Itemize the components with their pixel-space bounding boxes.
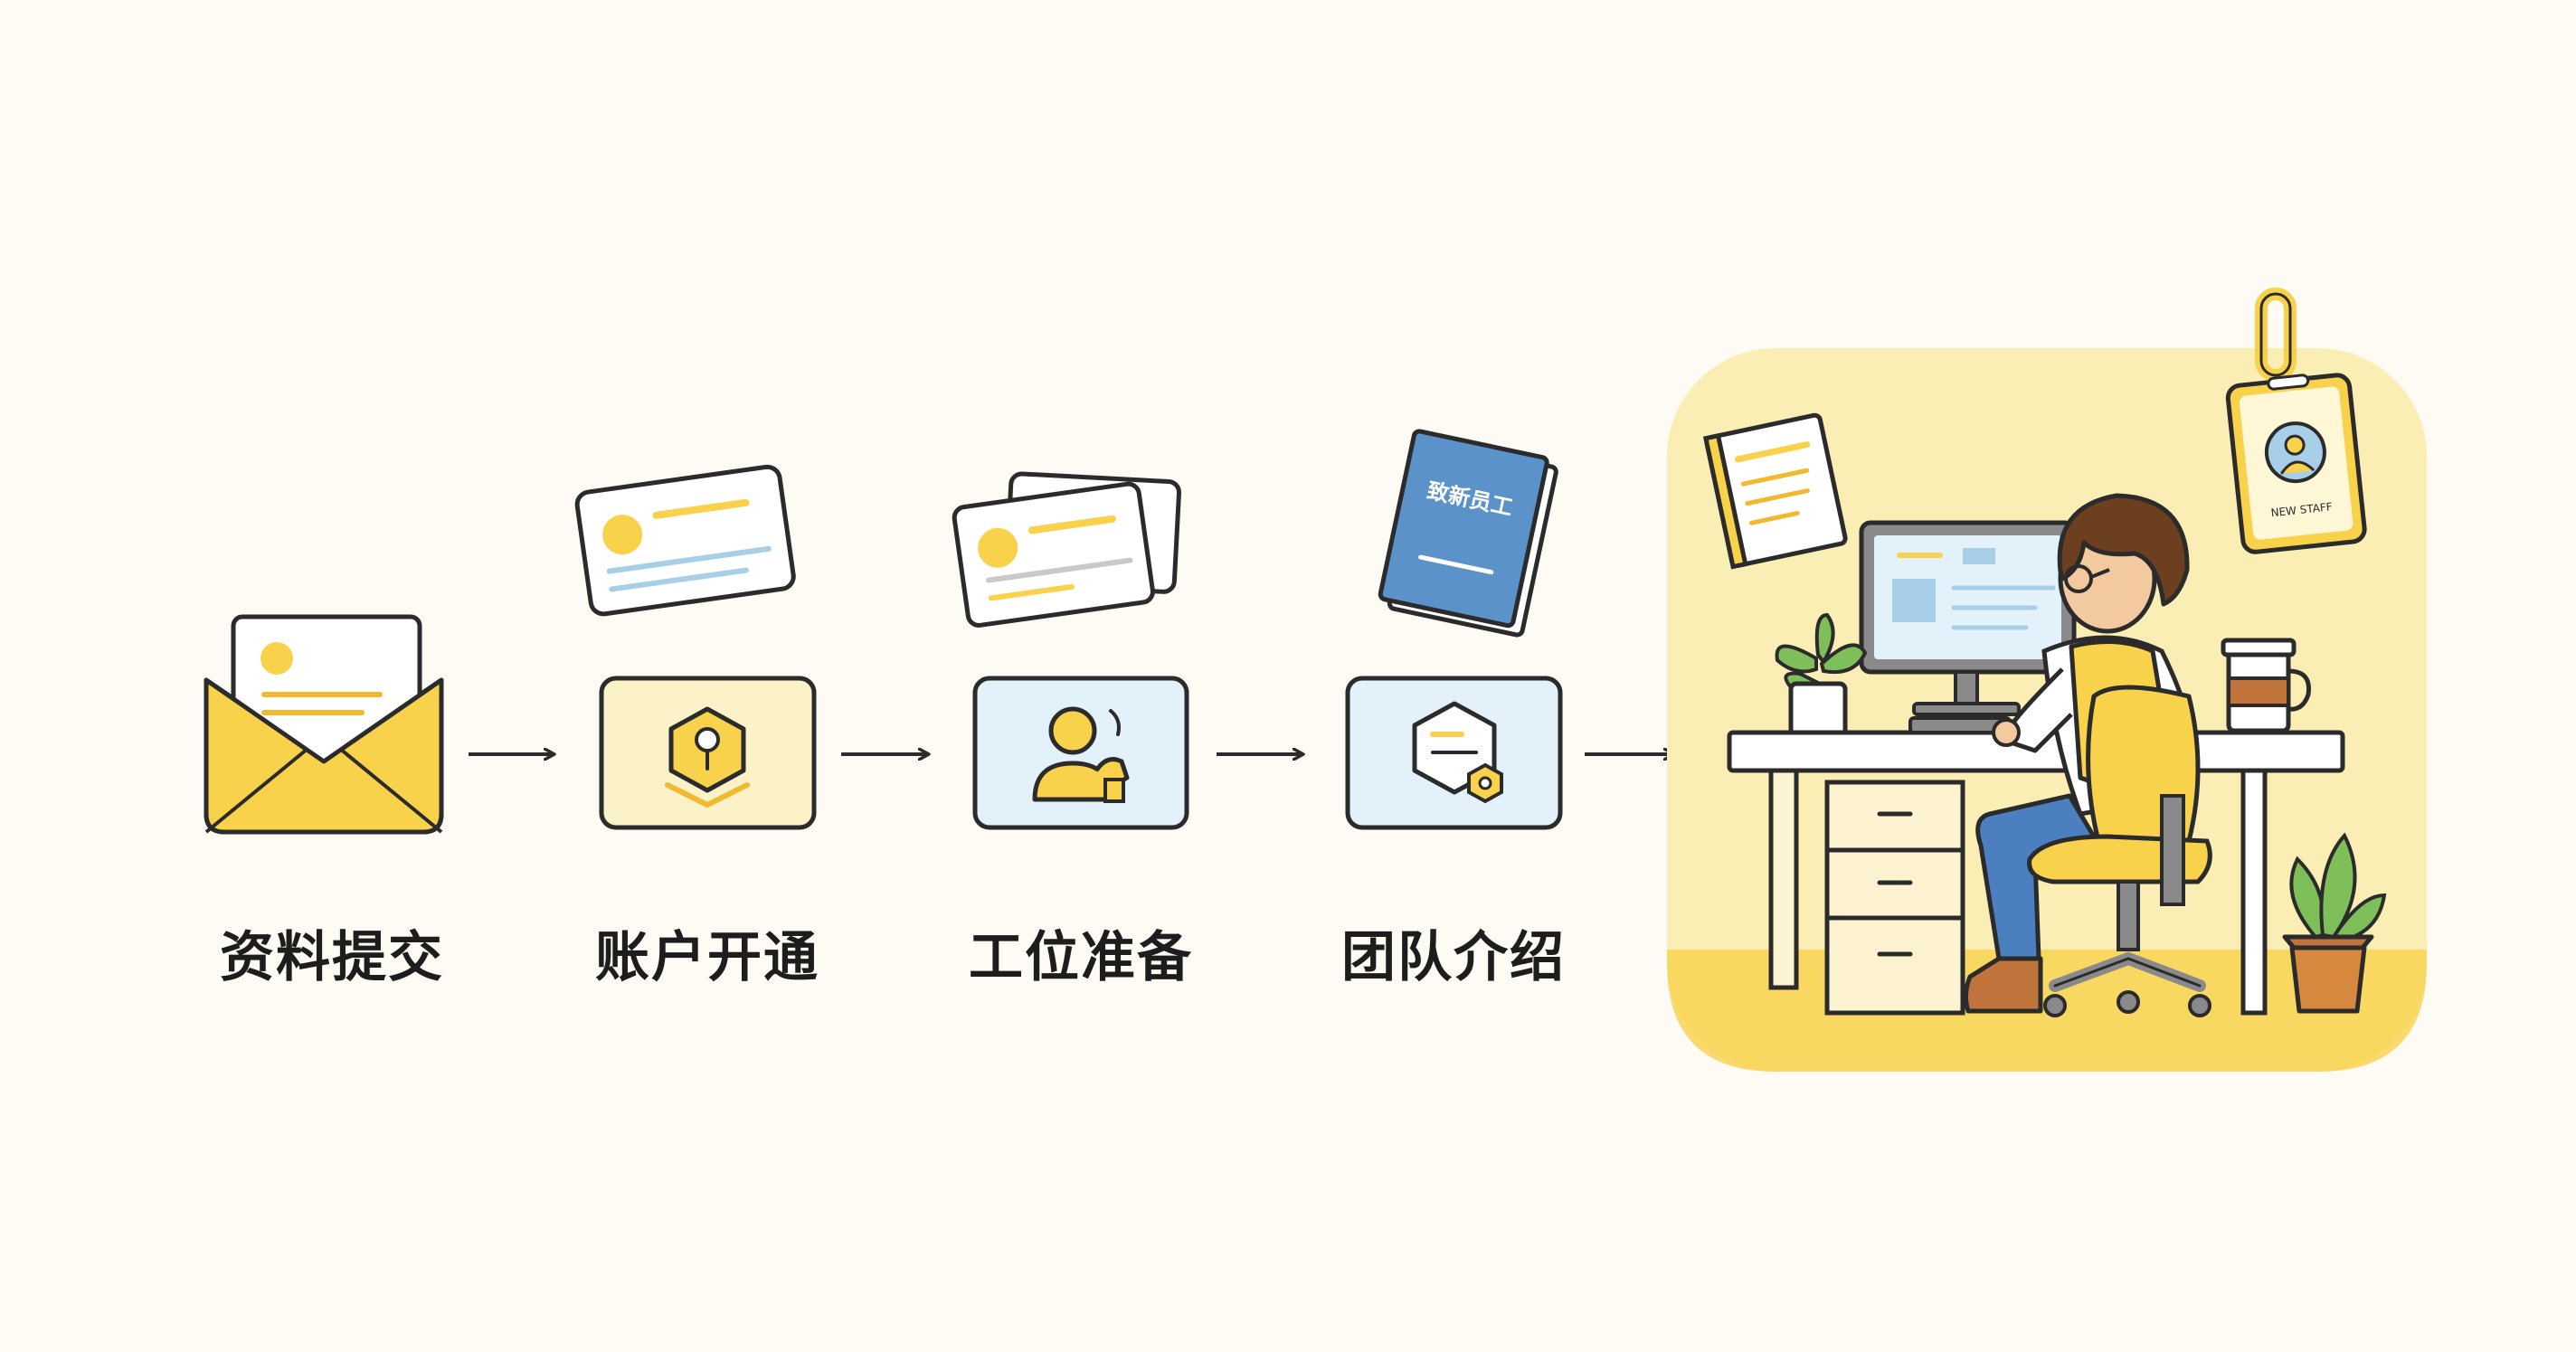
step-label-submit: 资料提交: [220, 926, 444, 989]
employee-badge-icon: NEW STAFF: [2225, 288, 2367, 554]
step-label-team: 团队介绍: [1341, 926, 1566, 989]
envelope-document-icon: [204, 614, 444, 835]
document-icon: [1702, 412, 1848, 570]
stacked-cards-icon: [952, 471, 1182, 628]
floor-plant-icon: [2282, 832, 2387, 1014]
workspace-scene: NEW STAFF: [1667, 288, 2427, 1072]
step-label-workstation: 工位准备: [969, 926, 1193, 989]
id-card-icon: [574, 464, 796, 617]
person-chair-icon: [972, 676, 1189, 830]
handbook-icon: 致新员工: [1378, 429, 1558, 638]
desk-plant-icon: [1775, 612, 1868, 739]
coffee-cup-icon: [2221, 638, 2312, 733]
step-label-account: 账户开通: [595, 926, 819, 989]
office-chair-icon: [2027, 685, 2212, 1017]
hexagon-document-icon: [1345, 676, 1563, 830]
hexagon-key-icon: [599, 676, 817, 830]
